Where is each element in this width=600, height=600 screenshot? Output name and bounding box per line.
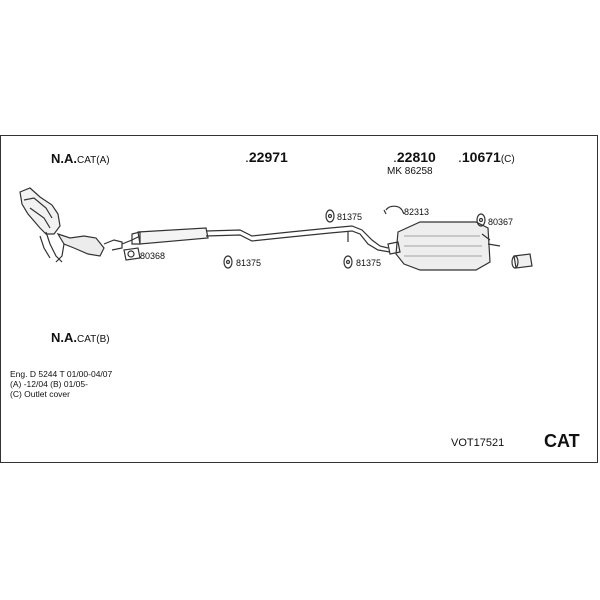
hanger-81375-a — [325, 209, 335, 223]
label-81375-a: 81375 — [337, 212, 363, 222]
catalytic-converter — [19, 187, 123, 263]
label-80367: 80367 — [488, 217, 514, 227]
diagram-frame — [0, 135, 598, 463]
cat-a-text: CAT(A) — [77, 155, 110, 166]
pipe-front — [121, 235, 141, 245]
hanger-80367 — [476, 213, 486, 227]
bracket-80367 — [481, 233, 491, 241]
clamp-82313 — [383, 205, 405, 215]
part-22810-number: 22810 — [396, 149, 436, 165]
hanger-81375-c — [343, 255, 353, 269]
cat-label: CAT — [544, 431, 580, 451]
note-line-1: Eng. D 5244 T 01/00-04/07 — [10, 369, 113, 379]
na-top-text: N.A. — [51, 151, 77, 166]
part-10671-suffix: (C) — [500, 154, 515, 165]
cat-b-text: CAT(B) — [77, 334, 110, 345]
label-81375-c: 81375 — [356, 258, 382, 268]
label-82313: 82313 — [404, 207, 430, 217]
note-line-3: (C) Outlet cover — [10, 389, 70, 399]
outlet-cover-10671 — [511, 253, 533, 269]
engine-notes: Eng. D 5244 T 01/00-04/07 (A) -12/04 (B)… — [10, 369, 112, 399]
part-10671-number: 10671 — [461, 149, 501, 165]
part-10671: .10671(C) — [458, 149, 515, 165]
kit-code: VOT17521 — [451, 437, 505, 449]
label-na-bottom: N.A.CAT(B) — [51, 330, 110, 345]
label-81375-b: 81375 — [236, 258, 262, 268]
part-22971-number: 22971 — [248, 149, 288, 165]
front-silencer-22971 — [131, 227, 209, 245]
mk-label: MK 86258 — [387, 166, 433, 177]
hanger-81375-b — [223, 255, 233, 269]
rear-silencer-22810 — [387, 221, 501, 271]
label-na-top: N.A.CAT(A) — [51, 151, 110, 166]
part-22810: .22810 — [393, 149, 436, 165]
na-bottom-text: N.A. — [51, 330, 77, 345]
label-80368: 80368 — [140, 251, 166, 261]
pipe-middle — [205, 225, 389, 249]
note-line-2: (A) -12/04 (B) 01/05- — [10, 379, 88, 389]
flange-80368 — [123, 247, 141, 261]
part-22971: .22971 — [245, 149, 288, 165]
